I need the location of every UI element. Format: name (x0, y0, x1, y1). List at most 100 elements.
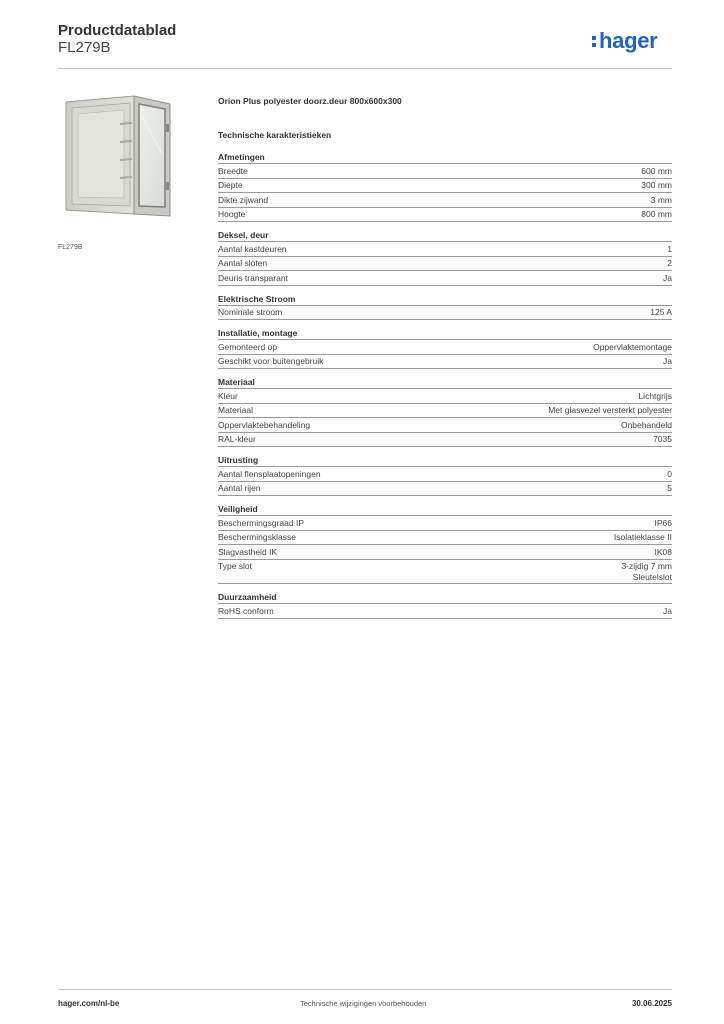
footer-notice: Technische wijzigingen voorbehouden (300, 999, 427, 1008)
spec-value-line: IP66 (654, 517, 673, 528)
spec-label: RAL-kleur (218, 434, 256, 444)
spec-row: RAL-kleur 7035 (218, 433, 672, 447)
spec-label: Beschermingsgraad IP (218, 517, 304, 528)
spec-value-line: 125 A (650, 307, 672, 317)
spec-value: Lichtgrijs (638, 391, 672, 402)
enclosure-photo-icon (65, 95, 171, 217)
spec-row: Aantal kastdeuren 1 (218, 242, 672, 257)
spec-value-line: Ja (663, 356, 672, 366)
spec-row: Slagvastheid IK IK08 (218, 545, 672, 560)
section-title: Duurzaamheid (218, 592, 672, 604)
spec-row: Nominale stroom 125 A (218, 306, 672, 320)
footer-divider (58, 989, 672, 990)
image-caption: FL279B (58, 244, 83, 251)
spec-row: Gemonteerd op Oppervlaktemontage (218, 340, 672, 355)
spec-value: 1 (667, 244, 672, 255)
spec-value-line: Met glasvezel versterkt polyester (548, 405, 672, 415)
section-title: Uitrusting (218, 455, 672, 467)
page-title: Productdatablad (58, 22, 177, 39)
spec-row: Aantal rijen 5 (218, 482, 672, 496)
logo-colon-icon (592, 34, 597, 48)
spec-value-line: IK08 (654, 546, 673, 557)
hager-logo: hager (592, 28, 658, 54)
section-title: Deksel, deur (218, 230, 672, 242)
spec-value-line: 800 mm (641, 209, 672, 219)
spec-value-line: Isolatieklasse II (613, 532, 672, 542)
spec-value: Met glasvezel versterkt polyester (548, 405, 672, 416)
spec-row: Deuris transparant Ja (218, 271, 672, 286)
spec-label: Beschermingsklasse (218, 532, 296, 542)
spec-label: Dikte zijwand (218, 194, 269, 205)
header-divider (58, 68, 672, 69)
spec-label: Aantal kastdeuren (218, 243, 287, 254)
spec-value: IP66 (655, 518, 673, 529)
spec-value-line: 1 (667, 243, 672, 254)
spec-row: RoHS conform Ja (218, 604, 672, 619)
spec-value-line: Lichtgrijs (638, 390, 672, 401)
spec-value-line: 7035 (653, 434, 672, 444)
spec-row: Beschermingsgraad IP IP66 (218, 516, 672, 531)
spec-value: Ja (663, 273, 672, 284)
spec-value: 2 (667, 258, 672, 269)
spec-value-line: 2 (667, 258, 672, 268)
spec-value-line: Sleutelslot (632, 571, 672, 582)
spec-value-line: Oppervlaktemontage (593, 341, 672, 352)
spec-label: Deuris transparant (218, 272, 288, 283)
spec-content: Orion Plus polyester doorz.deur 800x600x… (218, 96, 672, 619)
footer-url[interactable]: hager.com/nl-be (58, 999, 120, 1008)
spec-value-line: 600 mm (641, 165, 672, 176)
spec-value: 300 mm (641, 180, 672, 191)
spec-label: RoHS conform (218, 605, 274, 616)
spec-value-line: 5 (667, 483, 672, 493)
spec-row: Dikte zijwand 3 mm (218, 193, 672, 208)
spec-label: Aantal rijen (218, 483, 261, 493)
section-title: Veiligheid (218, 504, 672, 516)
spec-row: Beschermingsklasse Isolatieklasse II (218, 531, 672, 545)
spec-label: Materiaal (218, 405, 253, 415)
spec-row: Kleur Lichtgrijs (218, 389, 672, 404)
spec-label: Nominale stroom (218, 307, 283, 317)
product-image (58, 94, 204, 232)
spec-value: Onbehandeld (621, 420, 672, 431)
product-code: FL279B (58, 39, 111, 56)
spec-label: Aantal sloten (218, 258, 268, 268)
spec-value-line: 0 (667, 468, 672, 479)
spec-value: Isolatieklasse II (614, 532, 672, 543)
spec-label: Type slot (218, 561, 253, 571)
section-title: Elektrische Stroom (218, 294, 672, 306)
logo-text: hager (599, 28, 658, 53)
spec-value: Ja (663, 356, 672, 367)
spec-value: 5 (667, 483, 672, 494)
spec-value-line: Onbehandeld (620, 419, 672, 430)
spec-row: Diepte 300 mm (218, 179, 672, 193)
spec-value: 7035 (653, 434, 672, 445)
spec-value: Ja (663, 606, 672, 617)
spec-label: Gemonteerd op (218, 341, 278, 352)
spec-value-line: 300 mm (641, 180, 672, 190)
spec-value-line: 3-zijdig 7 mm (621, 561, 672, 571)
spec-row: Breedte 600 mm (218, 164, 672, 179)
spec-value: IK08 (655, 547, 673, 558)
spec-label: Geschikt voor buitengebruik (218, 356, 324, 366)
spec-label: Diepte (218, 180, 243, 190)
spec-row: Aantal sloten 2 (218, 257, 672, 271)
spec-label: Slagvastheid IK (218, 546, 278, 557)
spec-value: 800 mm (641, 209, 672, 220)
spec-label: Kleur (218, 390, 238, 401)
spec-value-line: 3 mm (650, 194, 672, 205)
spec-value-line: Ja (663, 605, 672, 616)
spec-label: Breedte (218, 165, 248, 176)
